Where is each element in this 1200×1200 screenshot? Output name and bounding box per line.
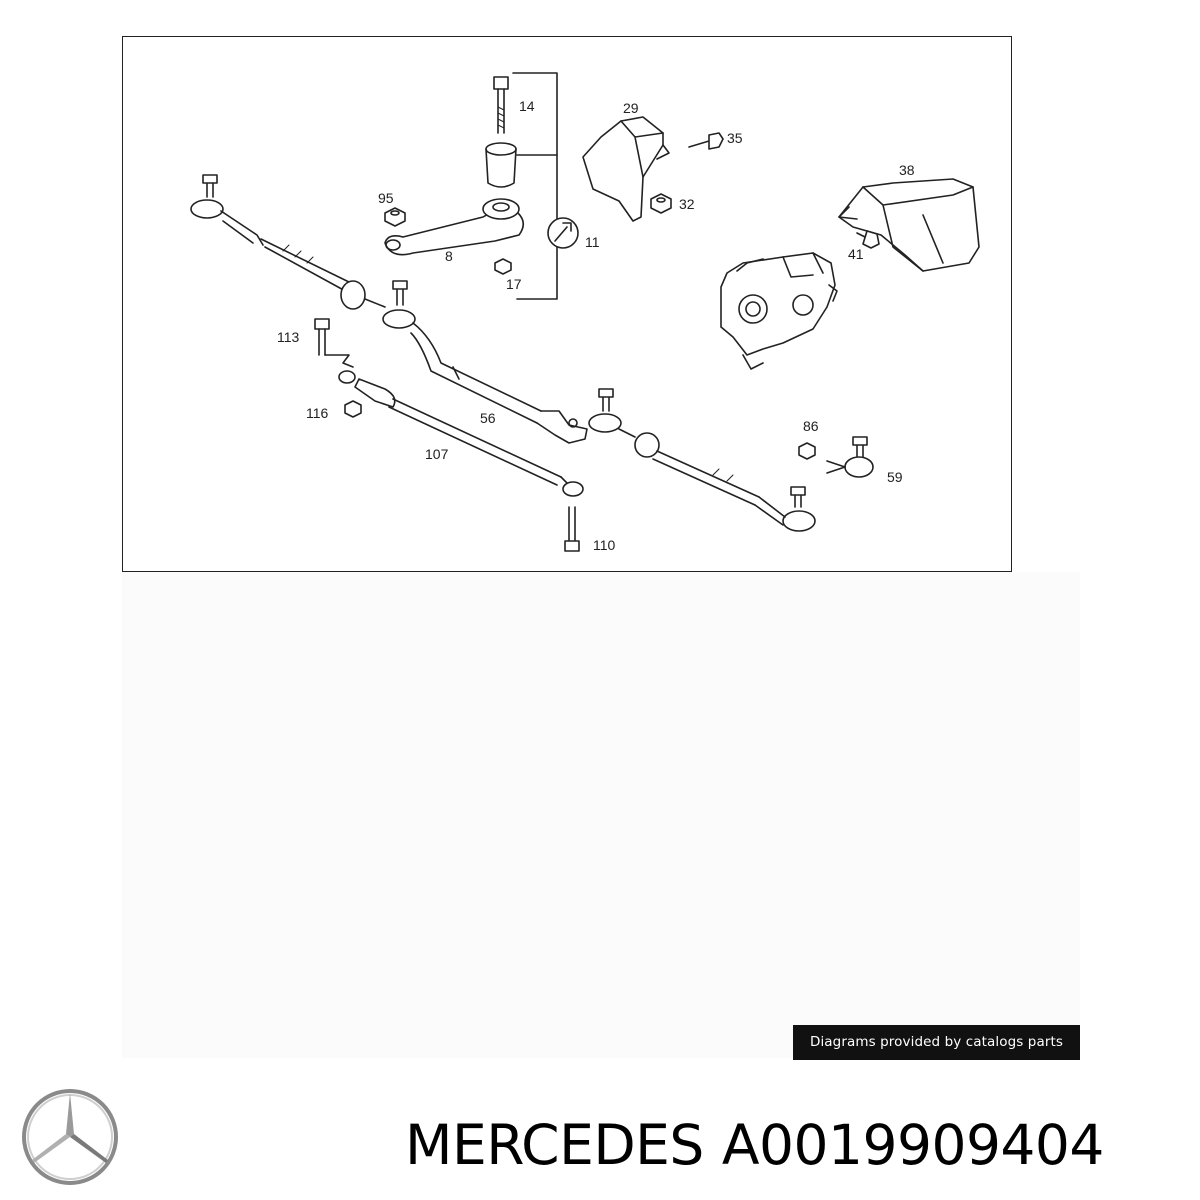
tool-symbol: [547, 217, 579, 249]
bolt-part: [564, 506, 580, 552]
tie-rod-part: [652, 450, 816, 532]
nut-part: [798, 442, 816, 460]
credit-badge: Diagrams provided by catalogs parts: [793, 1025, 1080, 1060]
center-link-part: [382, 280, 588, 444]
steering-gear-part: [720, 252, 838, 370]
callout-label: 113: [277, 329, 300, 345]
steering-linkage-drawing: 14 29 35 38 95 11 32 8 41 17 113 116 56 …: [190, 72, 980, 553]
bracket-part: [582, 116, 670, 222]
screw-part: [688, 132, 724, 150]
ball-stud-part: [826, 436, 874, 478]
callout-label: 56: [480, 410, 496, 426]
mounting-bracket-part: [838, 178, 980, 272]
callout-label: 116: [306, 405, 329, 421]
brand-name: MERCEDES: [405, 1113, 704, 1177]
steering-damper-part: [338, 370, 584, 497]
callout-label: 95: [378, 190, 394, 206]
diagram-background: [122, 572, 1080, 1058]
callout-label: 11: [585, 234, 600, 250]
leader-line: [512, 72, 558, 300]
mercedes-star-icon: [22, 1089, 118, 1185]
bushing-part: [485, 142, 517, 188]
part-number: A0019909404: [721, 1113, 1105, 1177]
nut-part: [384, 207, 406, 227]
callout-label: 14: [519, 98, 535, 114]
callout-label: 59: [887, 469, 903, 485]
part-title: MERCEDES A0019909404: [405, 1105, 1185, 1185]
nut-part: [650, 193, 672, 214]
callout-label: 107: [425, 446, 449, 462]
callout-label: 29: [623, 100, 639, 116]
bolt-part: [493, 76, 509, 134]
callout-label: 35: [727, 130, 743, 146]
parts-diagram: 14 29 35 38 95 11 32 8 41 17 113 116 56 …: [122, 36, 1012, 572]
callout-label: 86: [803, 418, 819, 434]
bolt-part: [314, 318, 354, 368]
callout-label: 8: [445, 248, 453, 264]
callout-label: 38: [899, 162, 915, 178]
bolt-part: [856, 230, 880, 249]
idler-arm-part: [384, 198, 525, 256]
callout-label: 32: [679, 196, 695, 212]
callout-label: 17: [506, 276, 522, 292]
ball-joint-part: [588, 388, 660, 458]
tie-rod-end-part: [190, 174, 264, 246]
callout-labels: 14 29 35 38 95 11 32 8 41 17 113 116 56 …: [277, 98, 915, 553]
nut-part: [494, 258, 512, 275]
callout-label: 41: [848, 246, 864, 262]
callout-label: 110: [593, 537, 616, 553]
tie-rod-part: [260, 238, 386, 310]
nut-part: [344, 400, 362, 418]
